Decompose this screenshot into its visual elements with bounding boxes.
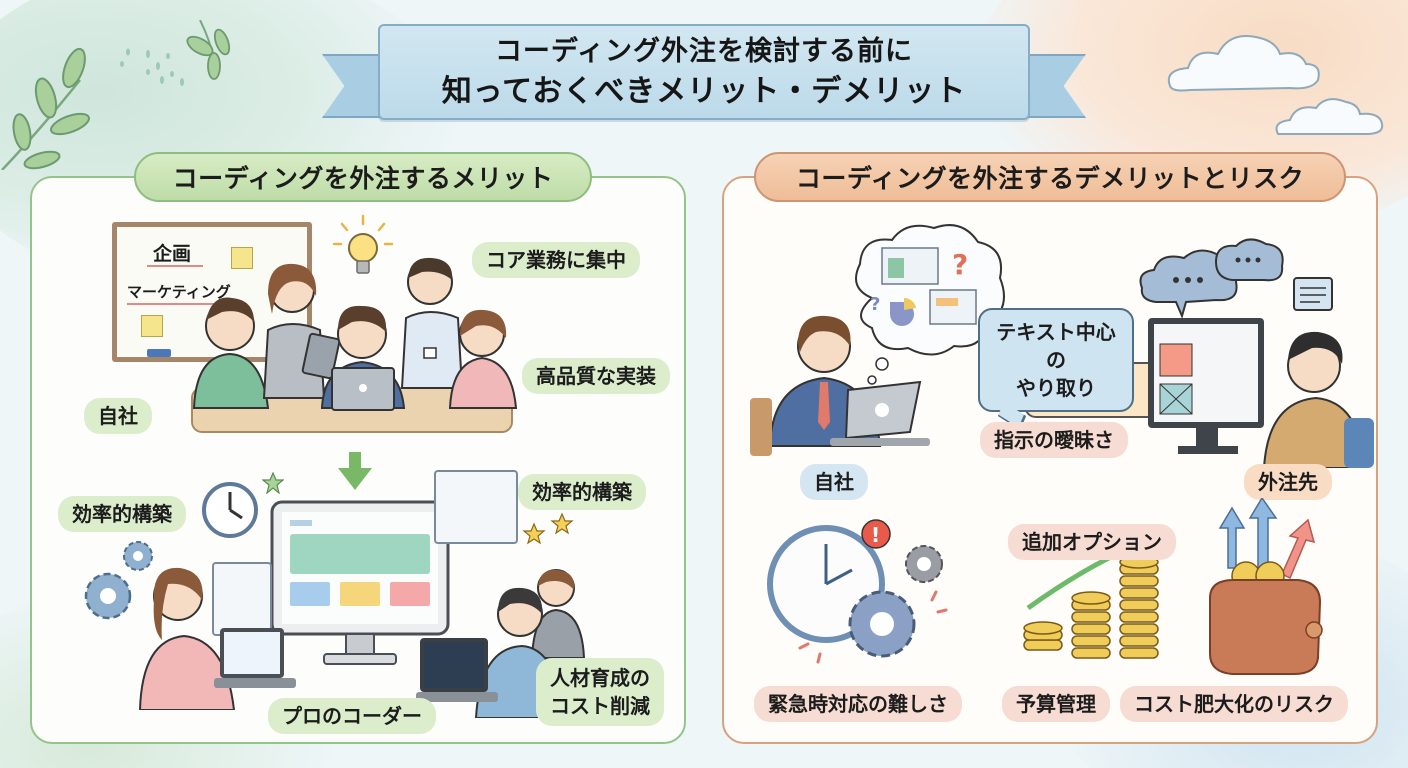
merit-panel: コーディングを外注するメリット 企画 マーケティング [30,152,686,744]
lightbulb-icon [332,214,394,274]
cloud-icon [1167,35,1384,135]
jisha-person-illustration [750,315,930,456]
tag-outsource: 外注先 [1244,464,1332,500]
tag-additional-option: 追加オプション [1008,524,1176,560]
whiteboard-underline [147,265,203,267]
tag-cost-reduction: 人材育成の コスト削減 [536,658,664,726]
svg-text:?: ? [952,248,968,281]
tag-pro-coder: プロのコーダー [268,698,436,734]
sticky-note-icon [141,315,163,337]
gears-icon [84,541,153,620]
leaf-branch-icon [1,20,231,170]
tag-emergency: 緊急時対応の難しさ [754,686,962,722]
speech-line-1: テキスト中心の [996,320,1116,372]
tag-budget: 予算管理 [1002,686,1110,722]
tag-jisha: 自社 [84,398,152,434]
eraser-icon [147,349,171,357]
sticky-note-icon [231,247,253,269]
title-line-1: コーディング外注を検討する前に [494,36,914,67]
tag-cost-bloat: コスト肥大化のリスク [1120,686,1348,722]
tag-efficient-left: 効率的構築 [58,496,186,532]
title-line-2: 知っておくべきメリット・デメリット [441,74,967,109]
stars-icon [522,512,574,545]
demerit-panel: コーディングを外注するデメリットとリスク ? ? • • • テキスト中心の や… [722,152,1378,744]
ellipsis-clouds-icon [1139,238,1333,319]
outsource-person-illustration [1148,318,1374,468]
arrow-down-icon [338,452,372,490]
monitor-website-illustration [270,500,450,665]
clock-icon [202,482,258,538]
code-window-left [212,562,272,636]
speech-line-2: やり取り [1016,376,1096,400]
emergency-clock-gears-illustration: ! [767,519,948,664]
tag-ambiguity: 指示の曖昧さ [980,422,1128,458]
star-icon [262,472,284,494]
tag-high-quality: 高品質な実装 [522,358,670,394]
thought-cloud-illustration: ? ? [855,224,1005,385]
tag-jisha: 自社 [800,464,868,500]
tag-cost-reduction-line1: 人材育成の [550,666,650,690]
tag-efficient-right: 効率的構築 [518,474,646,510]
whiteboard-label-marketing: マーケティング [127,283,231,301]
code-window-right [434,470,518,544]
svg-text:!: ! [871,523,880,547]
coder-woman-illustration [138,567,296,710]
whiteboard-label-planning: 企画 [153,243,192,265]
tag-cost-reduction-line2: コスト削減 [550,694,650,718]
demerit-panel-heading: コーディングを外注するデメリットとリスク [754,152,1346,202]
tag-core-focus: コア業務に集中 [472,242,640,278]
speech-bubble-text-centric: テキスト中心の やり取り [978,308,1134,412]
whiteboard-underline [127,303,227,305]
title-ribbon: コーディング外注を検討する前に 知っておくべきメリット・デメリット [322,22,1086,134]
svg-text:?: ? [870,294,880,315]
title-banner: コーディング外注を検討する前に 知っておくべきメリット・デメリット [378,24,1030,120]
merit-panel-heading: コーディングを外注するメリット [134,152,592,202]
meeting-team-illustration [191,257,518,433]
